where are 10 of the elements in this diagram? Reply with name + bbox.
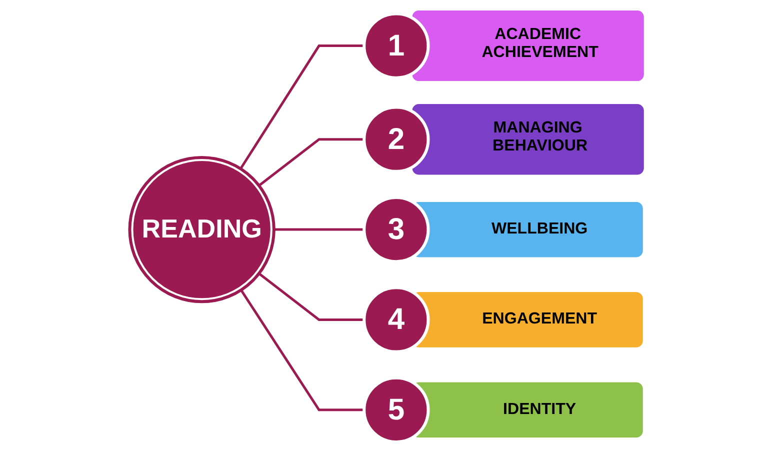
- connector: [240, 44, 364, 170]
- connector: [258, 272, 364, 321]
- node-circle: 1: [362, 12, 430, 80]
- connector: [240, 289, 364, 412]
- node-circle: 4: [362, 286, 430, 354]
- node-circle: 2: [362, 106, 430, 173]
- connector: [274, 228, 364, 231]
- node-circle: 5: [362, 376, 430, 444]
- connector: [258, 138, 364, 187]
- node-circle: READING: [128, 156, 276, 304]
